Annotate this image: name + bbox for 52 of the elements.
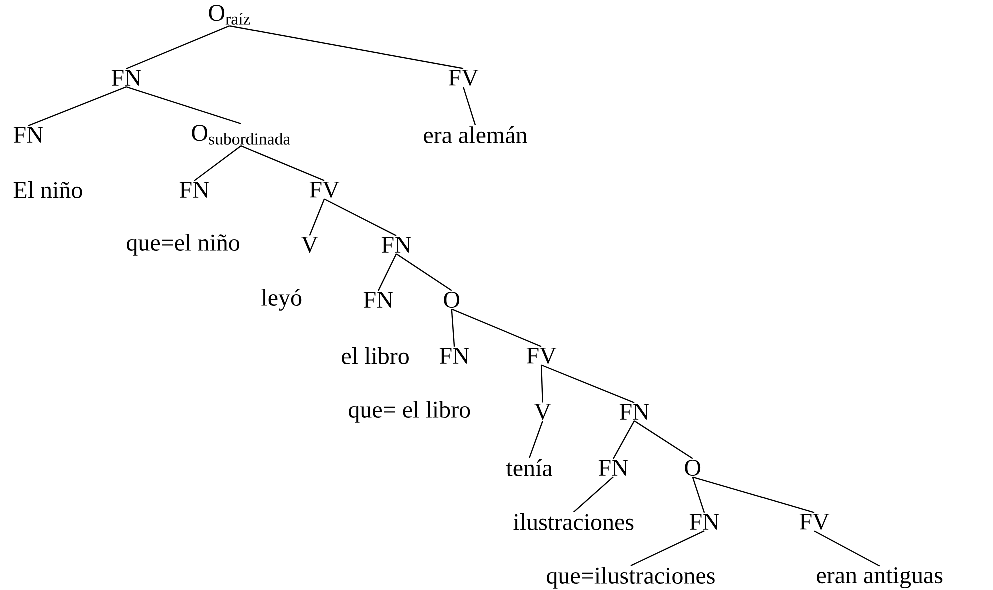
- tree-branch: [309, 199, 326, 236]
- tree-branch: [396, 254, 452, 292]
- tree-label: el libro: [342, 348, 409, 364]
- tree-label: tenía: [506, 460, 553, 476]
- tree-branch: [541, 364, 635, 404]
- tree-label: FV: [448, 70, 479, 86]
- tree-branch: [573, 476, 614, 513]
- tree-label: FN: [364, 292, 394, 308]
- tree-branch: [528, 421, 544, 459]
- tree-branch: [451, 309, 456, 347]
- tree-label: que=el niño: [127, 234, 240, 256]
- tree-branch: [126, 26, 230, 70]
- tree-branch: [630, 530, 705, 566]
- tree-label: $\text{O}_{\text{subordinada}}$: [192, 125, 290, 145]
- tree-label: FN: [598, 460, 628, 476]
- tree-label: FN: [382, 237, 412, 253]
- tree-branch: [126, 86, 242, 124]
- tree-branch: [613, 420, 636, 460]
- tree-label: FN: [620, 404, 650, 420]
- tree-label: que= el libro: [349, 401, 470, 423]
- tree-label: $\text{O}_{\text{raíz}}$: [209, 5, 250, 25]
- tree-label: leyó: [262, 289, 302, 311]
- tree-label: que=ilustraciones: [547, 567, 715, 589]
- tree-label: El niño: [14, 182, 82, 198]
- tree-branch: [634, 420, 694, 460]
- tree-branch: [28, 86, 127, 126]
- tree-branch: [540, 365, 544, 403]
- tree-label: era alemán: [424, 126, 528, 144]
- tree-branch: [378, 254, 398, 292]
- tree-label: FN: [112, 70, 142, 86]
- tree-branch: [692, 476, 815, 514]
- tree-label: V: [534, 404, 552, 420]
- tree-label: FV: [800, 514, 830, 530]
- tree-label: FV: [310, 182, 340, 198]
- tree-label: V: [301, 236, 318, 254]
- tree-branch: [814, 530, 880, 567]
- tree-branch: [692, 477, 706, 514]
- tree-branch: [240, 146, 325, 182]
- tree-branch: [230, 26, 464, 70]
- tree-branch: [324, 198, 397, 236]
- tree-label: FN: [180, 182, 210, 198]
- tree-label: FN: [14, 127, 44, 143]
- tree-label: O: [685, 460, 701, 476]
- tree-branch: [194, 146, 242, 182]
- tree-label: ilustraciones: [514, 514, 634, 530]
- tree-label: FV: [526, 348, 557, 364]
- tree-branch: [452, 308, 542, 348]
- tree-label: O: [444, 292, 460, 308]
- tree-label: eran antiguas: [817, 567, 943, 589]
- tree-label: FN: [690, 514, 720, 530]
- tree-label: FN: [440, 348, 470, 364]
- tree-branch: [462, 87, 476, 126]
